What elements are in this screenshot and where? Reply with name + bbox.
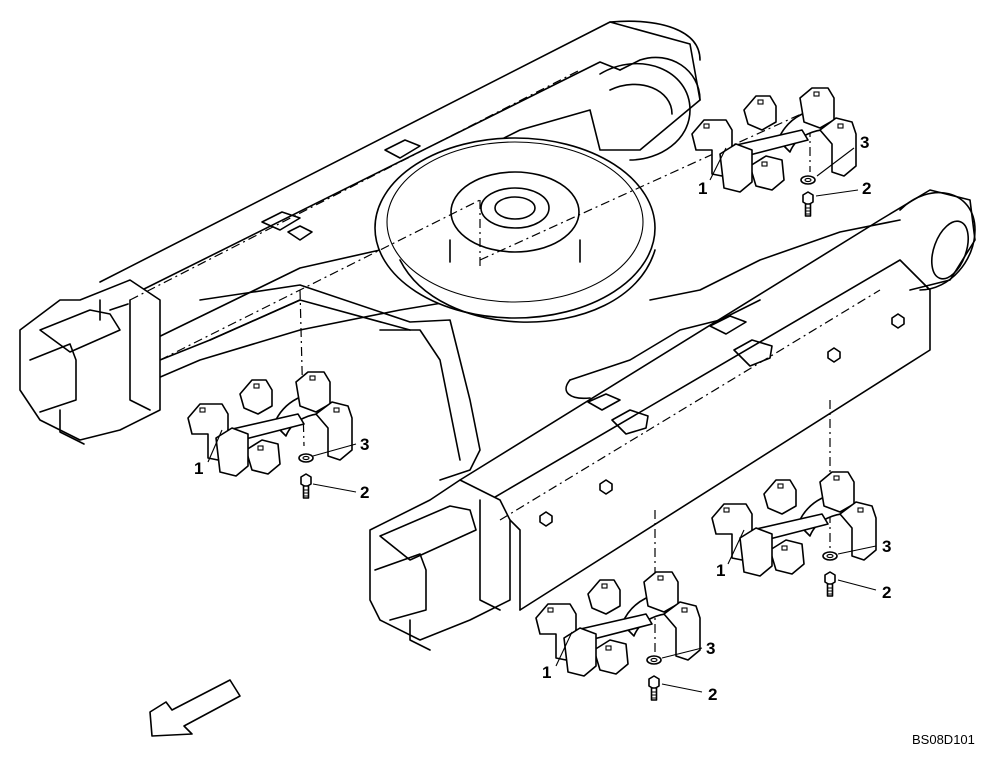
washer (298, 453, 314, 463)
bolt (824, 571, 836, 597)
swing-ring (374, 137, 656, 323)
right-track-frame (369, 189, 976, 651)
drawing-code: BS08D101 (912, 732, 975, 747)
callout-3: 3 (360, 435, 369, 454)
callout-1: 1 (194, 459, 203, 478)
callout-1: 1 (716, 561, 725, 580)
track-guard (691, 87, 857, 193)
callout-2: 2 (862, 179, 871, 198)
callout-3: 3 (882, 537, 891, 556)
leader-lines (207, 147, 877, 693)
center-crossmember (199, 219, 901, 481)
guard-assembly-left (187, 371, 353, 499)
guard-assembly-front (535, 571, 701, 701)
callout-2: 2 (360, 483, 369, 502)
callout-2: 2 (708, 685, 717, 704)
front-direction-arrow (149, 679, 241, 737)
washer (800, 175, 816, 185)
callout-labels: 1 3 2 1 3 2 1 3 2 1 3 2 (194, 133, 891, 704)
bolt (300, 473, 312, 499)
callout-2: 2 (882, 583, 891, 602)
track-guard (535, 571, 701, 677)
callout-1: 1 (698, 179, 707, 198)
washer (822, 551, 838, 561)
track-guard (711, 471, 877, 577)
track-guard (187, 371, 353, 477)
bolt (802, 191, 814, 217)
callout-1: 1 (542, 663, 551, 682)
bolt (648, 675, 660, 701)
callout-3: 3 (860, 133, 869, 152)
guard-assembly-upper-right (691, 87, 857, 217)
guard-assembly-right (711, 471, 877, 597)
washer (646, 655, 662, 665)
callout-3: 3 (706, 639, 715, 658)
left-track-frame (19, 20, 701, 445)
